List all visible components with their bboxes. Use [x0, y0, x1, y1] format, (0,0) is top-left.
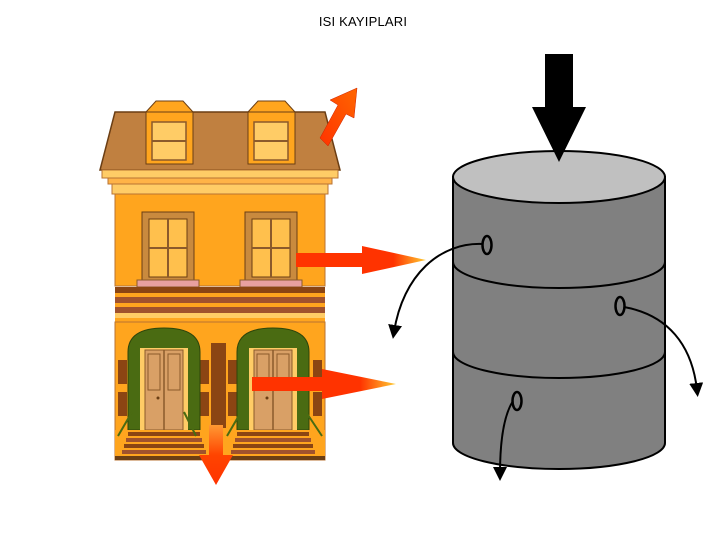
curved-loss-arrow-right: [623, 306, 704, 397]
cylinder-segment-line-1: [452, 261, 666, 289]
page-title: ISI KAYIPLARI: [318, 14, 408, 29]
center-column: [211, 343, 226, 428]
house-mid-bands: [115, 287, 325, 322]
window-upper-right: [239, 211, 303, 288]
heat-arrow-upper-wall: [296, 246, 426, 274]
dormer-right: [246, 100, 297, 165]
heat-arrow-roof: [319, 87, 358, 147]
heat-arrow-floor: [199, 425, 233, 485]
house-roof: [99, 111, 341, 171]
house-cornice: [101, 169, 339, 179]
stacked-cylinder: [452, 150, 666, 470]
dormer-left: [144, 100, 195, 165]
cylinder-segment-line-2: [452, 351, 666, 379]
black-down-arrow: [532, 54, 586, 162]
heat-arrow-lower-wall: [252, 369, 396, 399]
curved-loss-arrow-bottom: [493, 400, 514, 481]
house-illustration: [99, 100, 341, 461]
window-upper-left: [136, 211, 200, 288]
door-left: [127, 327, 201, 431]
loss-point-right: [614, 295, 626, 317]
curved-loss-arrow-left: [388, 242, 484, 339]
loss-point-top: [481, 234, 493, 256]
cylinder-body: [452, 176, 666, 470]
